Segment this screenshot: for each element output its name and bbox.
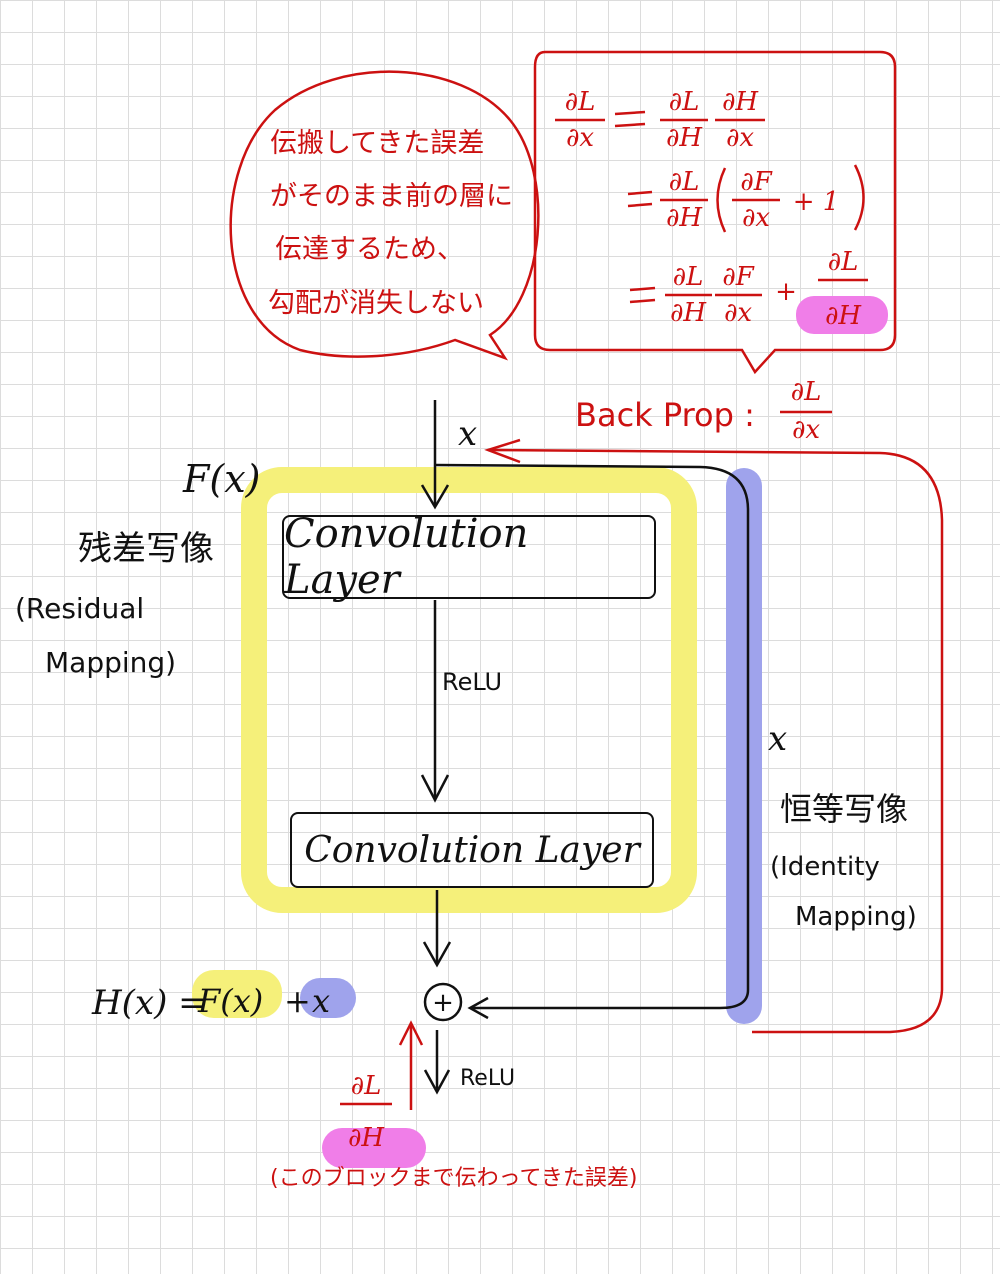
- eq1-r2-den: ∂x: [726, 123, 754, 153]
- grad-in-note: (このブロックまで伝わってきた誤差): [270, 1166, 637, 1191]
- left-bubble-outline: [229, 70, 540, 361]
- h-formula-x: x: [312, 982, 330, 1020]
- h-formula-plus: +: [284, 982, 311, 1020]
- sum-symbol: +: [432, 988, 454, 1018]
- identity-x: x: [768, 719, 787, 759]
- grad-in-den: ∂H: [348, 1123, 385, 1153]
- sum-node: [423, 982, 463, 1022]
- eq3-plus: +: [775, 277, 797, 307]
- eq3-f3-num: ∂L: [828, 247, 859, 277]
- backprop-den: ∂x: [792, 415, 820, 445]
- eq2-f2-num: ∂F: [740, 167, 772, 197]
- grad-up-arrowhead: [398, 1020, 424, 1046]
- residual-en-2: Mapping): [45, 646, 176, 679]
- residual-highlight: [241, 467, 697, 913]
- eq3-f2-num: ∂F: [722, 262, 754, 292]
- h-formula-h: H(x) =: [91, 983, 207, 1023]
- backprop-loop: [487, 448, 944, 1034]
- equals-signs: [614, 110, 656, 304]
- eq1-lhs-den: ∂x: [566, 123, 594, 153]
- fx-label: F(x): [182, 457, 260, 501]
- eq2-f2-den: ∂x: [742, 203, 770, 233]
- eq3-f3-den: ∂H: [825, 301, 862, 331]
- dldh-highlight-eq: [796, 296, 888, 334]
- conv-layer-2: Convolution Layer: [290, 812, 654, 888]
- identity-en-1: (Identity: [770, 852, 880, 882]
- bubble-left-line-3: 伝達するため、: [275, 234, 464, 265]
- x-highlight: [300, 978, 356, 1018]
- input-x-label: x: [458, 414, 477, 454]
- backprop-label: Back Prop :: [575, 396, 755, 434]
- eq2-f1-den: ∂H: [666, 203, 703, 233]
- eq3-f2-den: ∂x: [724, 298, 752, 328]
- eq2-tail: + 1: [793, 187, 840, 217]
- identity-jp: 恒等写像: [780, 790, 908, 828]
- conv-layer-1: Convolution Layer: [282, 511, 656, 603]
- eq3-f1-num: ∂L: [673, 262, 704, 292]
- grad-in-num: ∂L: [351, 1071, 382, 1101]
- fraction-bars: [340, 118, 868, 1106]
- dldh-highlight-bottom: [322, 1128, 426, 1168]
- h-formula-fx: F(x): [197, 982, 263, 1020]
- eq2-paren-right: [853, 164, 865, 231]
- fx-highlight: [192, 970, 282, 1018]
- bubble-left-line-1: 伝搬してきた誤差: [270, 128, 484, 159]
- bubble-left-line-2: がそのまま前の層に: [270, 181, 513, 212]
- identity-en-2: Mapping): [795, 902, 917, 932]
- eq3-f1-den: ∂H: [670, 298, 707, 328]
- backprop-num: ∂L: [791, 377, 822, 407]
- residual-en-1: (Residual: [15, 592, 144, 625]
- eq2-f1-num: ∂L: [669, 167, 700, 197]
- eq2-paren-left: [716, 167, 727, 233]
- backprop-arrowhead: [484, 438, 521, 464]
- relu-out: ReLU: [460, 1066, 515, 1091]
- eq1-r1-den: ∂H: [666, 123, 703, 153]
- eq1-r1-num: ∂L: [669, 87, 700, 117]
- eq1-lhs-num: ∂L: [565, 87, 596, 117]
- relu-mid: ReLU: [442, 668, 502, 696]
- identity-highlight: [726, 468, 762, 1024]
- eq1-r2-num: ∂H: [722, 87, 759, 117]
- bubble-left-line-4: 勾配が消失しない: [268, 288, 484, 319]
- residual-jp: 残差写像: [78, 529, 214, 569]
- flow-lines: [420, 400, 750, 1095]
- right-bubble-outline: [533, 50, 897, 375]
